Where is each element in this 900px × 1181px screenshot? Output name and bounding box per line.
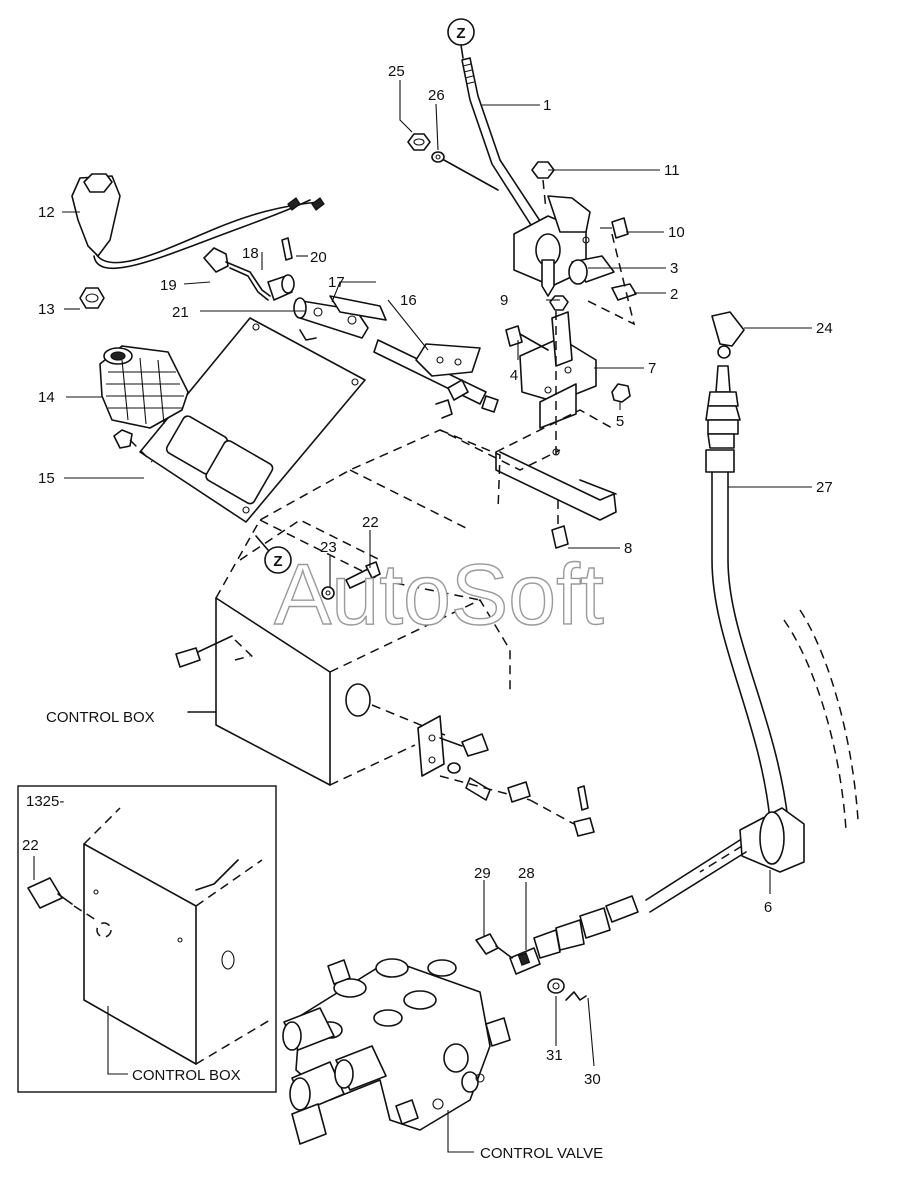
part-label-10: 10 bbox=[668, 224, 685, 241]
watermark: AutoSoft bbox=[274, 547, 604, 643]
nut-11 bbox=[531, 161, 555, 211]
part-label-13: 13 bbox=[38, 301, 55, 318]
rubber-boot bbox=[99, 345, 189, 429]
support-bracket bbox=[519, 296, 597, 460]
clevis-pin bbox=[475, 933, 513, 959]
part-label-25: 25 bbox=[388, 63, 405, 80]
control-valve bbox=[282, 958, 511, 1145]
part-label-7: 7 bbox=[648, 360, 656, 377]
part-number-labels: 1 2 3 4 5 6 7 8 9 10 11 12 13 14 15 16 1… bbox=[38, 63, 833, 1088]
rod-with-tip bbox=[203, 247, 295, 301]
control-cable bbox=[533, 365, 859, 959]
part-label-22: 22 bbox=[362, 514, 379, 531]
part-label-3: 3 bbox=[670, 260, 678, 277]
plate-screw bbox=[113, 429, 153, 463]
mounting-plate bbox=[139, 317, 366, 523]
part-label-17: 17 bbox=[328, 274, 345, 291]
ball-joint bbox=[711, 311, 745, 359]
part-label-31: 31 bbox=[546, 1047, 563, 1064]
part-label-14: 14 bbox=[38, 389, 55, 406]
part-label-19: 19 bbox=[160, 277, 177, 294]
washer-23 bbox=[321, 586, 335, 600]
part-label-26: 26 bbox=[428, 87, 445, 104]
part-label-27: 27 bbox=[816, 479, 833, 496]
bolt-4 bbox=[505, 325, 549, 351]
control-valve-label: CONTROL VALVE bbox=[480, 1145, 603, 1162]
serial-inset: 1325- 22 CONTROL BOX bbox=[17, 785, 277, 1093]
part-label-1: 1 bbox=[543, 97, 551, 114]
small-pin bbox=[281, 237, 293, 261]
control-box-label: CONTROL BOX bbox=[46, 709, 155, 726]
part-label-9: 9 bbox=[500, 292, 508, 309]
part-label-30: 30 bbox=[584, 1071, 601, 1088]
bolt-8 bbox=[551, 500, 569, 549]
z-reference-marker-top: Z bbox=[447, 18, 475, 59]
washer-26 bbox=[431, 151, 499, 191]
part-label-12: 12 bbox=[38, 204, 55, 221]
box-bolt-left bbox=[175, 635, 251, 668]
part-label-21: 21 bbox=[172, 304, 189, 321]
part-label-24: 24 bbox=[816, 320, 833, 337]
nut-5 bbox=[611, 383, 631, 403]
linkage-rod bbox=[373, 339, 499, 419]
leader-lines bbox=[62, 80, 812, 1153]
part-label-23: 23 bbox=[320, 539, 337, 556]
inset-serial-label: 1325- bbox=[26, 793, 64, 810]
control-lever bbox=[461, 57, 547, 237]
bolt-10 bbox=[600, 217, 629, 239]
shaft-assembly bbox=[293, 295, 387, 341]
z-marker-label-top: Z bbox=[456, 25, 465, 42]
cotter-pin-30 bbox=[565, 991, 587, 1001]
part-label-6: 6 bbox=[764, 899, 772, 916]
valve-link-bracket bbox=[417, 715, 595, 837]
part-label-18: 18 bbox=[242, 245, 259, 262]
part-label-2: 2 bbox=[670, 286, 678, 303]
inset-part-label-22: 22 bbox=[22, 837, 39, 854]
pivot-bracket bbox=[513, 195, 637, 326]
lever-knob bbox=[71, 173, 325, 270]
part-label-8: 8 bbox=[624, 540, 632, 557]
part-label-11: 11 bbox=[664, 162, 680, 179]
nut-9 bbox=[549, 295, 569, 311]
z-marker-label-bottom: Z bbox=[273, 553, 282, 570]
part-label-16: 16 bbox=[400, 292, 417, 309]
part-label-29: 29 bbox=[474, 865, 491, 882]
part-label-5: 5 bbox=[616, 413, 624, 430]
nut-13 bbox=[79, 287, 105, 309]
clevis bbox=[509, 947, 541, 975]
z-reference-marker-bottom: Z bbox=[255, 535, 292, 574]
frame-rail bbox=[495, 409, 617, 521]
control-box-outline bbox=[187, 429, 561, 786]
nut-25 bbox=[407, 133, 431, 151]
part-label-4: 4 bbox=[510, 367, 518, 384]
part-label-15: 15 bbox=[38, 470, 55, 487]
part-label-20: 20 bbox=[310, 249, 327, 266]
part-label-28: 28 bbox=[518, 865, 535, 882]
inset-control-box-label: CONTROL BOX bbox=[132, 1067, 241, 1084]
washer-31 bbox=[547, 978, 565, 994]
